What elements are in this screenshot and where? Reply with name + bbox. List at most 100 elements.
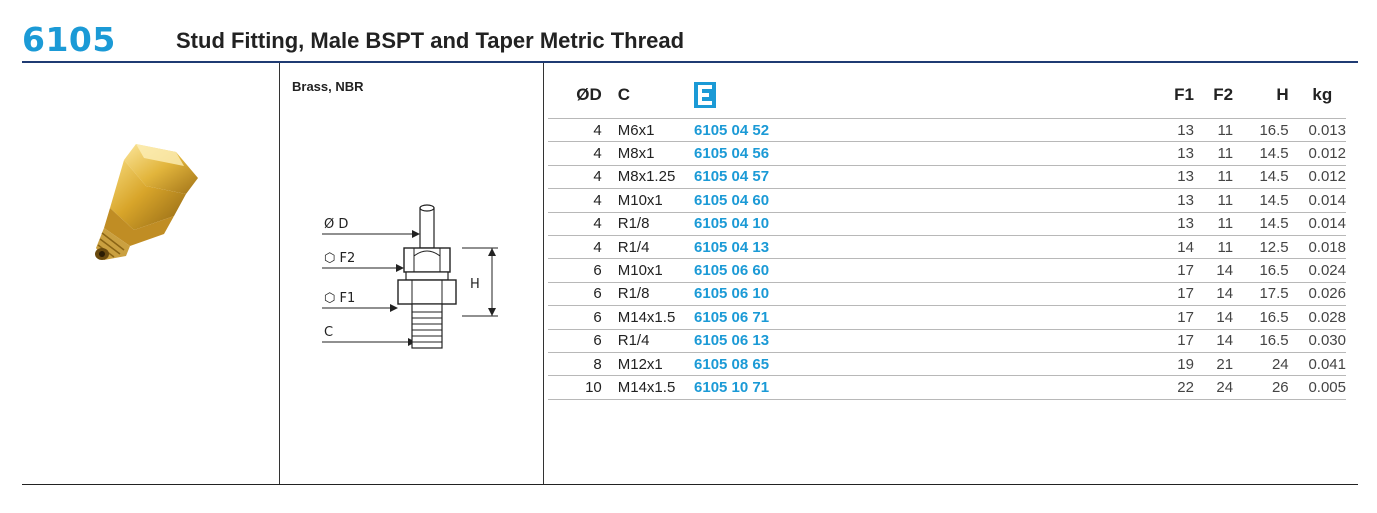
cell-c: R1/4 [611,235,695,260]
cell-f2: 11 [1199,188,1242,213]
cell-h: 26 [1241,375,1299,400]
cell-c: M8x1 [611,141,695,166]
header-f1: F1 [1174,85,1194,104]
cell-od: 4 [548,117,612,143]
product-photo [95,144,198,260]
cell-c: M14x1.5 [611,305,695,330]
cell-f2: 11 [1199,235,1242,260]
cell-c: R1/4 [611,329,695,353]
cell-article[interactable]: 6105 08 65 [694,352,1155,377]
cell-f1: 17 [1154,258,1200,283]
cell-c: M8x1.25 [611,165,695,190]
cell-kg: 0.013 [1298,117,1346,143]
cell-f1: 17 [1154,329,1200,353]
cell-od: 4 [548,235,612,260]
cell-kg: 0.012 [1298,165,1346,190]
cell-article[interactable]: 6105 06 71 [694,305,1155,330]
cell-f1: 22 [1154,375,1200,400]
cell-h: 14.5 [1241,188,1299,213]
label-f2: ⬡ F2 [324,251,355,266]
header-catalog [694,72,1155,119]
cell-h: 14.5 [1241,141,1299,166]
cell-article[interactable]: 6105 10 71 [694,375,1155,400]
technical-drawing: Ø D ⬡ F2 ⬡ F1 C H [322,204,498,349]
cell-h: 16.5 [1241,329,1299,353]
cell-f1: 13 [1154,212,1200,236]
cell-kg: 0.024 [1298,258,1346,283]
cell-h: 16.5 [1241,305,1299,330]
header-c: C [617,85,631,104]
cell-od: 6 [548,282,612,307]
label-c: C [324,325,333,340]
cell-f2: 14 [1199,305,1242,330]
column-divider-right [543,63,544,484]
cell-h: 16.5 [1241,258,1299,283]
cell-kg: 0.014 [1298,212,1346,236]
product-code: 6105 [22,20,116,59]
cell-article[interactable]: 6105 04 60 [694,188,1155,213]
table-header-row: ØD C F1 F2 H kg [548,72,1346,119]
footer-rule [22,484,1358,485]
cell-article[interactable]: 6105 04 52 [694,117,1155,143]
cell-h: 14.5 [1241,212,1299,236]
cell-f2: 11 [1199,165,1242,190]
cell-c: M10x1 [611,188,695,213]
cell-c: M6x1 [611,117,695,143]
cell-f1: 13 [1154,165,1200,190]
cell-kg: 0.012 [1298,141,1346,166]
cell-c: M12x1 [611,352,695,377]
header-rule [22,61,1358,63]
label-f1: ⬡ F1 [324,291,355,306]
cell-kg: 0.030 [1298,329,1346,353]
cell-od: 6 [548,305,612,330]
cell-f2: 14 [1199,282,1242,307]
cell-f2: 11 [1199,141,1242,166]
cell-article[interactable]: 6105 04 56 [694,141,1155,166]
cell-h: 16.5 [1241,117,1299,143]
cell-f2: 14 [1199,329,1242,353]
cell-article[interactable]: 6105 06 13 [694,329,1155,353]
cell-f1: 13 [1154,141,1200,166]
cell-f1: 13 [1154,188,1200,213]
product-title: Stud Fitting, Male BSPT and Taper Metric… [176,28,685,53]
column-divider-left [279,63,280,484]
header-kg: kg [1312,85,1333,104]
cell-od: 10 [548,375,612,400]
cell-kg: 0.026 [1298,282,1346,307]
header-f2: F2 [1213,85,1234,104]
cell-c: R1/8 [611,212,695,236]
cell-od: 4 [548,141,612,166]
cell-c: R1/8 [611,282,695,307]
cell-f1: 14 [1154,235,1200,260]
cell-f1: 13 [1154,117,1200,143]
cell-c: M14x1.5 [611,375,695,400]
cell-f1: 17 [1154,305,1200,330]
label-od: Ø D [324,217,348,232]
cell-article[interactable]: 6105 06 10 [694,282,1155,307]
cell-f2: 24 [1199,375,1242,400]
cell-f2: 14 [1199,258,1242,283]
cell-h: 12.5 [1241,235,1299,260]
header-od: ØD [576,85,602,104]
cell-article[interactable]: 6105 04 57 [694,165,1155,190]
catalog-number-icon [694,82,717,108]
cell-article[interactable]: 6105 04 13 [694,235,1155,260]
cell-f2: 21 [1199,352,1242,377]
cell-kg: 0.018 [1298,235,1346,260]
cell-f2: 11 [1199,117,1242,143]
cell-od: 6 [548,329,612,353]
cell-kg: 0.005 [1298,375,1346,400]
cell-article[interactable]: 6105 04 10 [694,212,1155,236]
cell-article[interactable]: 6105 06 60 [694,258,1155,283]
